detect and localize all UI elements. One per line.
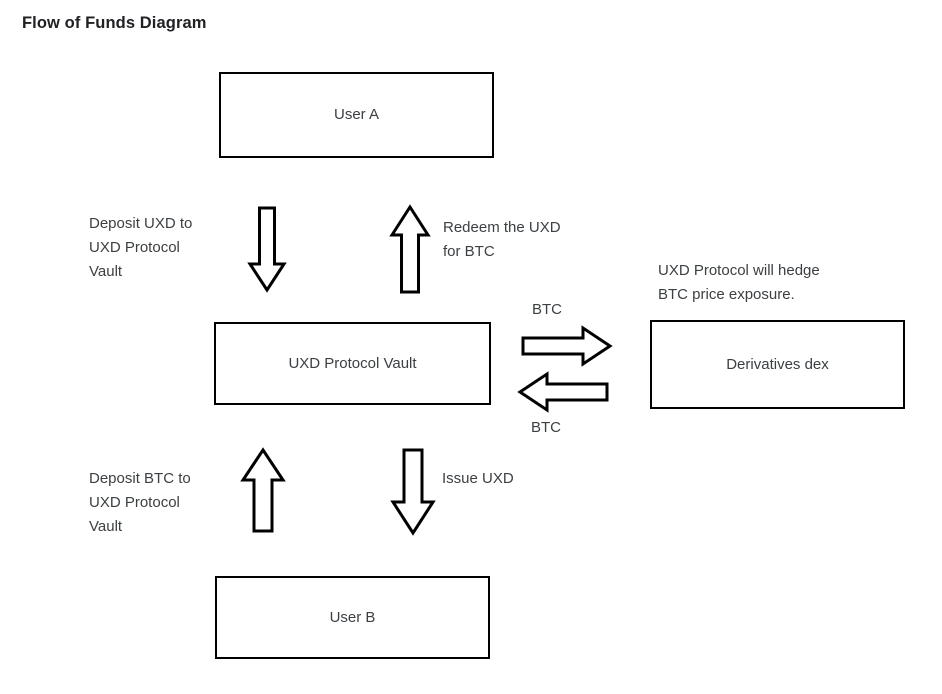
caption-redeem-uxd: Redeem the UXD for BTC [443, 219, 561, 260]
issue-uxd-arrow-icon [390, 448, 436, 536]
caption-deposit-uxd: Deposit UXD to UXD Protocol Vault [89, 215, 193, 280]
page-title: Flow of Funds Diagram [22, 14, 207, 32]
node-user-a[interactable]: User A [219, 72, 494, 158]
redeem-uxd-arrow-icon [389, 204, 431, 294]
caption-btc-outbound: BTC [532, 301, 562, 318]
node-derivatives-dex-label: Derivatives dex [726, 355, 829, 373]
caption-btc-inbound: BTC [531, 419, 561, 436]
caption-hedge-note: UXD Protocol will hedge BTC price exposu… [658, 262, 820, 303]
node-uxd-protocol-vault-label: UXD Protocol Vault [288, 354, 417, 372]
node-user-a-label: User A [333, 106, 379, 123]
node-user-b[interactable]: User B [215, 576, 490, 659]
node-derivatives-dex[interactable]: Derivatives dex [650, 320, 905, 409]
caption-issue-uxd: Issue UXD [442, 470, 514, 487]
deposit-uxd-arrow-icon [247, 206, 287, 293]
btc-left-arrow-icon [517, 371, 609, 413]
node-uxd-protocol-vault[interactable]: UXD Protocol Vault [214, 322, 491, 405]
node-user-b-label: User B [329, 608, 376, 626]
deposit-btc-arrow-icon [240, 447, 286, 533]
btc-right-arrow-icon [521, 325, 613, 367]
caption-deposit-btc: Deposit BTC to UXD Protocol Vault [89, 470, 191, 535]
